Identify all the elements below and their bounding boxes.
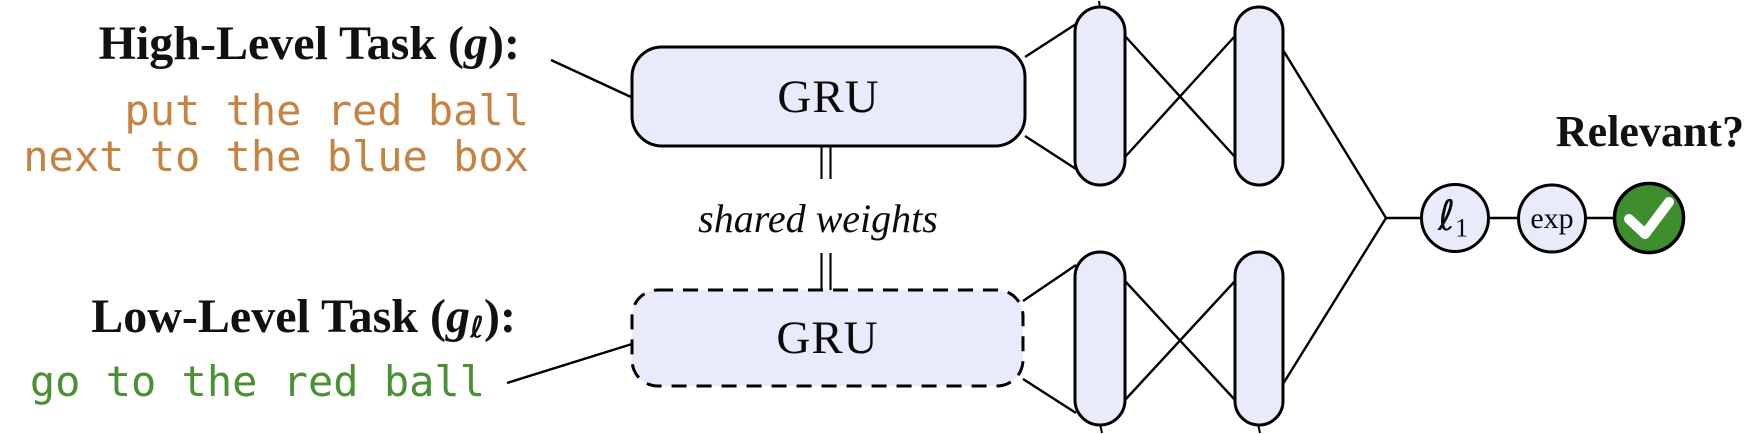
low-level-input-line xyxy=(506,342,633,385)
low-level-task-label: Low-Level Task (gℓ): xyxy=(91,293,516,343)
top-hidden-layer1-pill xyxy=(1073,5,1127,187)
gru-top-to-layer1-line-b xyxy=(1024,134,1077,171)
exp-circle xyxy=(1517,183,1587,254)
bottom-hidden-layer1-pill xyxy=(1073,250,1127,427)
gru-top-box xyxy=(630,45,1027,148)
shared-weights-label: shared weights xyxy=(698,196,938,241)
top-cross-line-b xyxy=(1124,35,1236,158)
low-level-instruction-line1: go to the red ball xyxy=(29,357,485,406)
high-level-goal-symbol: g xyxy=(464,17,489,70)
high-level-input-line xyxy=(550,58,632,99)
bottom-cross-line-b xyxy=(1124,280,1236,401)
high-level-task-label-text: High-Level Task ( xyxy=(98,17,465,70)
gru-bottom-to-layer1-line-a xyxy=(1022,264,1077,302)
gru-bottom-label: GRU xyxy=(776,312,879,364)
high-level-instruction-line1: put the red ball xyxy=(124,86,529,135)
l1-norm-circle xyxy=(1420,183,1490,253)
check-icon xyxy=(1624,197,1674,239)
top-hidden-layer2-pill xyxy=(1233,5,1285,187)
gru-top-to-layer1-line-a xyxy=(1024,22,1077,59)
l1-ell-symbol: ℓ xyxy=(1437,190,1456,240)
gru-bottom-to-layer1-line-b xyxy=(1022,377,1077,415)
gru-top-label: GRU xyxy=(777,70,880,123)
exp-label: exp xyxy=(1530,202,1574,235)
bottom-output-line xyxy=(1281,217,1388,385)
high-level-instruction-line2: next to the blue box xyxy=(23,132,529,181)
gru-bottom-box xyxy=(630,288,1025,388)
l1-norm-label: ℓ1 xyxy=(1438,191,1468,244)
relevant-question-label: Relevant? xyxy=(1555,107,1745,156)
low-level-goal-symbol: g xyxy=(445,290,470,343)
shared-weights-link xyxy=(820,147,832,290)
l1-subscript: 1 xyxy=(1455,213,1469,243)
high-level-task-label-colon: ): xyxy=(488,17,520,70)
low-level-task-label-colon: ): xyxy=(484,290,516,343)
high-level-task-label: High-Level Task (g): xyxy=(99,20,520,68)
bottom-hidden-layer2-pill xyxy=(1233,250,1285,427)
top-output-line xyxy=(1281,49,1388,219)
low-level-goal-subscript: ℓ xyxy=(469,310,485,346)
low-level-task-label-text: Low-Level Task ( xyxy=(91,290,446,343)
